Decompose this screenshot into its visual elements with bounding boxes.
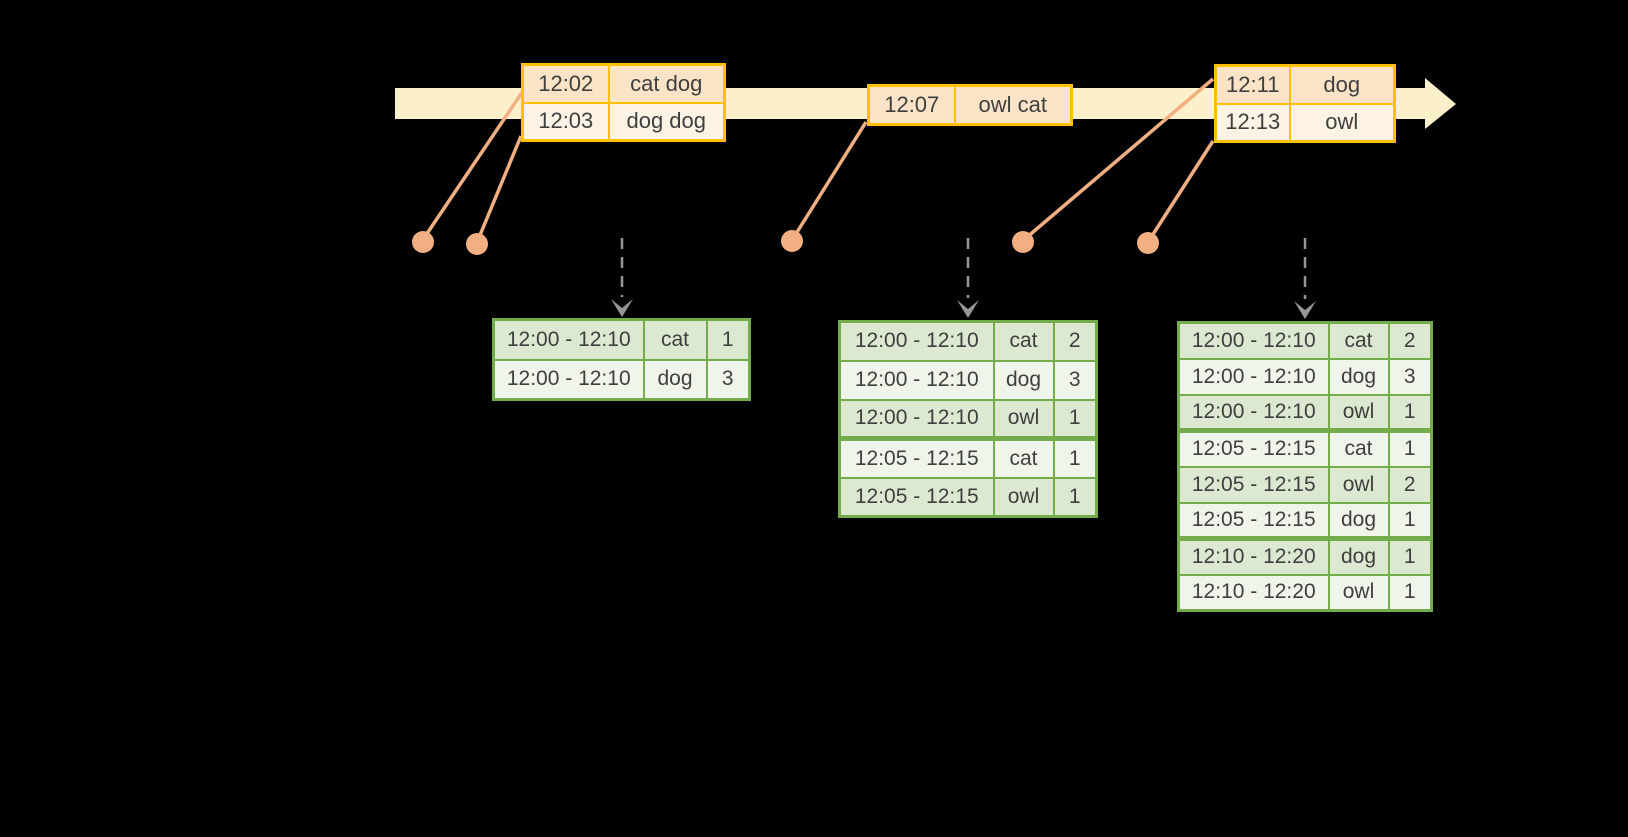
window-cell: 12:05 - 12:15 xyxy=(1177,465,1330,504)
count-cell: 3 xyxy=(1052,359,1098,401)
word-cell: cat xyxy=(992,320,1055,362)
word-cell: owl xyxy=(1327,573,1390,612)
word-cell: cat xyxy=(992,436,1055,479)
event-words-cell: cat dog xyxy=(607,63,726,104)
window-cell: 12:00 - 12:10 xyxy=(492,318,645,361)
count-cell: 1 xyxy=(1387,501,1433,540)
word-cell: dog xyxy=(642,358,708,401)
count-cell: 2 xyxy=(1052,320,1098,362)
event-dot xyxy=(466,233,488,255)
event-words-cell: owl cat xyxy=(953,84,1073,126)
count-cell: 1 xyxy=(1052,436,1098,479)
event-time-cell: 12:03 xyxy=(521,101,610,142)
event-words-cell: owl xyxy=(1288,102,1396,143)
event-dot xyxy=(1137,232,1159,254)
connector-line xyxy=(1148,140,1215,240)
event-dot xyxy=(781,230,803,252)
event-dot xyxy=(412,231,434,253)
count-cell: 2 xyxy=(1387,321,1433,360)
window-cell: 12:00 - 12:10 xyxy=(1177,393,1330,432)
window-cell: 12:10 - 12:20 xyxy=(1177,536,1330,576)
word-cell: cat xyxy=(1327,428,1390,468)
window-cell: 12:10 - 12:20 xyxy=(1177,573,1330,612)
window-cell: 12:00 - 12:10 xyxy=(838,359,995,401)
count-cell: 1 xyxy=(1387,428,1433,468)
event-dot xyxy=(1012,231,1034,253)
word-cell: cat xyxy=(642,318,708,361)
event-time-cell: 12:07 xyxy=(867,84,956,126)
connector-line xyxy=(792,121,868,238)
event-time-cell: 12:13 xyxy=(1214,102,1291,143)
event-words-cell: dog xyxy=(1288,64,1396,105)
count-cell: 1 xyxy=(705,318,751,361)
count-cell: 1 xyxy=(1387,393,1433,432)
window-cell: 12:00 - 12:10 xyxy=(1177,321,1330,360)
count-cell: 3 xyxy=(705,358,751,401)
window-cell: 12:00 - 12:10 xyxy=(1177,357,1330,396)
window-cell: 12:05 - 12:15 xyxy=(838,436,995,479)
event-words-cell: dog dog xyxy=(607,101,726,142)
count-cell: 3 xyxy=(1387,357,1433,396)
count-cell: 1 xyxy=(1052,476,1098,518)
count-cell: 1 xyxy=(1052,398,1098,440)
word-cell: dog xyxy=(992,359,1055,401)
word-cell: owl xyxy=(1327,393,1390,432)
event-time-cell: 12:11 xyxy=(1214,64,1291,105)
word-cell: owl xyxy=(992,398,1055,440)
timeline-arrow-head xyxy=(1425,78,1456,129)
window-cell: 12:05 - 12:15 xyxy=(838,476,995,518)
count-cell: 1 xyxy=(1387,536,1433,576)
count-cell: 1 xyxy=(1387,573,1433,612)
trigger-arrow-head xyxy=(957,300,979,318)
connector-line xyxy=(1024,77,1215,240)
window-cell: 12:00 - 12:10 xyxy=(838,320,995,362)
window-cell: 12:05 - 12:15 xyxy=(1177,501,1330,540)
window-cell: 12:00 - 12:10 xyxy=(838,398,995,440)
word-cell: owl xyxy=(992,476,1055,518)
word-cell: dog xyxy=(1327,357,1390,396)
word-cell: owl xyxy=(1327,465,1390,504)
word-cell: dog xyxy=(1327,536,1390,576)
word-cell: dog xyxy=(1327,501,1390,540)
event-time-cell: 12:02 xyxy=(521,63,610,104)
connector-line xyxy=(476,135,523,241)
connector-line xyxy=(422,90,525,239)
window-cell: 12:05 - 12:15 xyxy=(1177,428,1330,468)
word-cell: cat xyxy=(1327,321,1390,360)
window-cell: 12:00 - 12:10 xyxy=(492,358,645,401)
trigger-arrow-head xyxy=(611,299,633,317)
trigger-arrow-head xyxy=(1294,301,1316,319)
count-cell: 2 xyxy=(1387,465,1433,504)
